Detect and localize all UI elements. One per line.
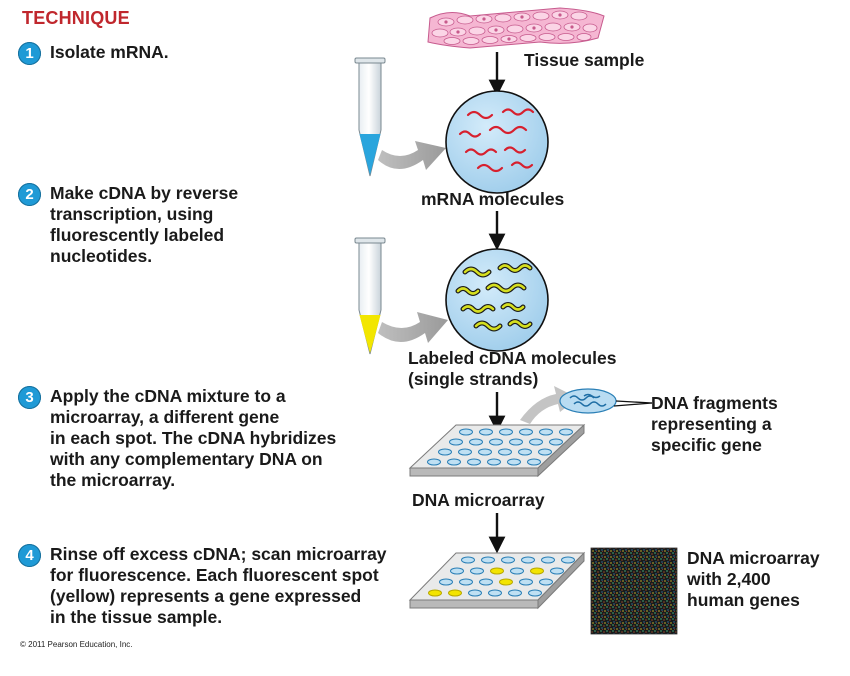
- dna-fragments-spot: [559, 388, 617, 414]
- copyright-notice: © 2011 Pearson Education, Inc.: [20, 640, 133, 649]
- tissue-sample-label: Tissue sample: [524, 50, 645, 70]
- human-genes-microarray-label: DNA microarray with 2,400 human genes: [687, 548, 820, 610]
- microarray-scan-image: [590, 547, 678, 635]
- gray-arrow-tube-to-mrna: [378, 141, 446, 170]
- step-number-badge: 4: [18, 544, 41, 567]
- test-tube-mrna: [354, 57, 386, 177]
- mrna-molecules-label: mRNA molecules: [421, 189, 565, 209]
- test-tube-cdna: [354, 237, 386, 355]
- step-4-text: Rinse off excess cDNA; scan microarray f…: [50, 544, 387, 627]
- step-1-text: Isolate mRNA.: [50, 42, 169, 62]
- leader-line-top: [615, 400, 653, 404]
- dna-fragments-label: DNA fragments representing a specific ge…: [651, 393, 778, 455]
- step-number-badge: 1: [18, 42, 41, 65]
- gray-arrow-tube-to-cdna: [378, 312, 448, 343]
- technique-title: TECHNIQUE: [22, 8, 130, 28]
- mrna-molecules-circle: [445, 90, 549, 194]
- step-number-badge: 3: [18, 386, 41, 409]
- dna-microarray-label: DNA microarray: [412, 490, 545, 510]
- step-2-text: Make cDNA by reverse transcription, usin…: [50, 183, 239, 266]
- cdna-molecules-circle: [445, 248, 549, 352]
- labeled-cdna-label: Labeled cDNA molecules (single strands): [408, 348, 617, 389]
- tissue-sample-cells: [427, 7, 605, 49]
- dna-microarray-slide: [408, 423, 586, 478]
- scanned-microarray-slide: [408, 551, 586, 610]
- step-number-badge: 2: [18, 183, 41, 206]
- leader-line-bottom: [613, 402, 653, 407]
- step-3-text: Apply the cDNA mixture to a microarray, …: [50, 386, 337, 490]
